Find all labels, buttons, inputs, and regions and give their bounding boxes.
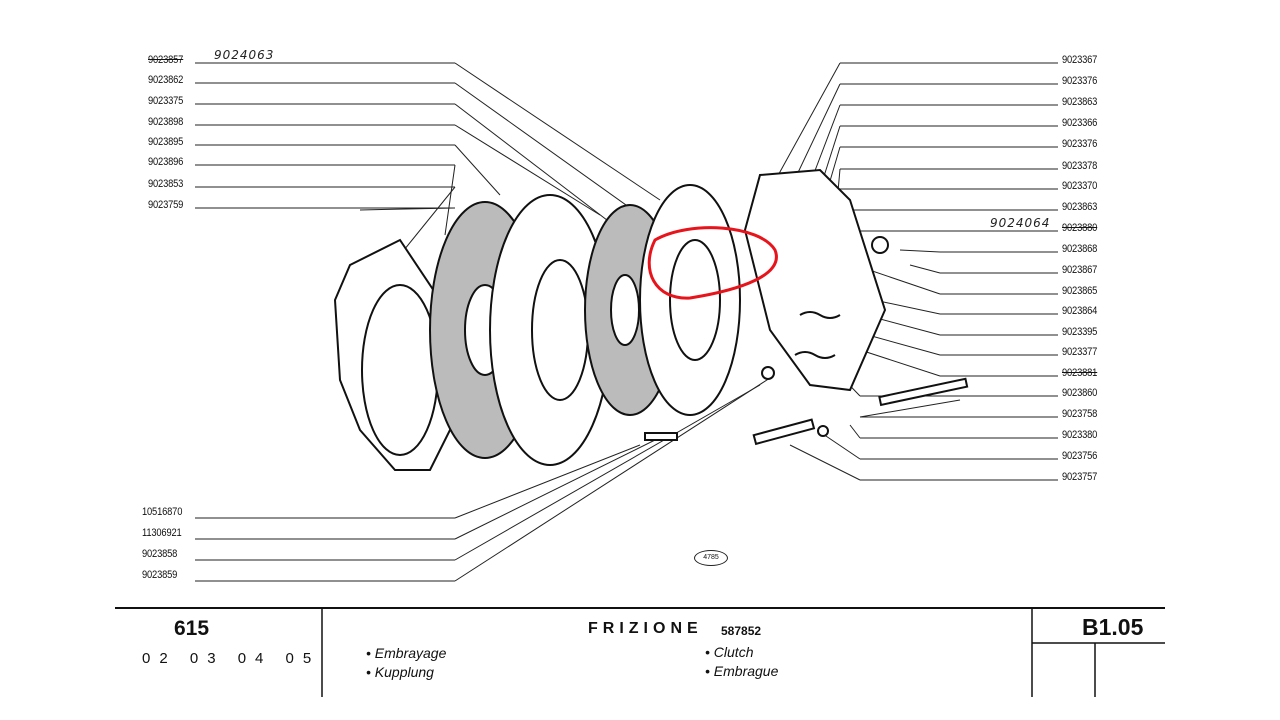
- drawing-reference: 4785: [694, 550, 728, 566]
- part-number-label: 9023366: [1062, 117, 1098, 129]
- part-number-label: 9023757: [1062, 471, 1098, 483]
- leader-line: [909, 264, 941, 274]
- leader-line: [454, 144, 501, 196]
- part-number-label: 9023367: [1062, 54, 1098, 66]
- part-number-label: 9023863: [1062, 96, 1098, 108]
- translation-en: • Clutch: [705, 644, 754, 660]
- part-number-label: 9023395: [1062, 326, 1098, 338]
- leader-line: [399, 186, 456, 256]
- leader-line: [819, 431, 861, 460]
- part-number-label: 9023756: [1062, 450, 1098, 462]
- flywheel-plate: [639, 184, 741, 416]
- model-variants: 02 03 04 05: [142, 650, 321, 667]
- leader-line: [859, 399, 961, 418]
- leader-line: [454, 444, 641, 519]
- page-reference: B1.05: [1082, 614, 1144, 640]
- translation-fr: • Embrayage: [366, 645, 447, 661]
- leader-line: [849, 424, 861, 439]
- part-number-label: 9023862: [148, 74, 184, 86]
- handwritten-correction: 9024063: [214, 48, 275, 62]
- section-code: 587852: [721, 624, 762, 638]
- part-number-label: 9023376: [1062, 138, 1098, 150]
- part-number-label: 9023863: [1062, 201, 1098, 213]
- model-number: 615: [174, 617, 210, 640]
- footer-rules: [115, 607, 1165, 697]
- leader-line: [444, 164, 456, 236]
- leader-line: [454, 124, 601, 216]
- part-number-label: 9023898: [148, 116, 184, 128]
- part-number-label: 9023377: [1062, 346, 1098, 358]
- intermediate-plate: [489, 194, 611, 466]
- leader-line: [789, 444, 861, 481]
- part-number-label: 9023865: [1062, 285, 1098, 297]
- cover-plate: [743, 168, 887, 392]
- part-number-label: 9023860: [1062, 387, 1098, 399]
- section-title: FRIZIONE: [588, 620, 703, 637]
- leader-line: [359, 207, 456, 211]
- part-number-label: 9023759: [148, 199, 184, 211]
- part-number-label: 9023859: [142, 569, 178, 581]
- part-number-label: 11306921: [142, 527, 182, 539]
- part-number-label: 9023378: [1062, 160, 1098, 172]
- leader-line: [454, 439, 656, 540]
- translation-es: • Embrague: [705, 663, 779, 679]
- leader-line: [454, 103, 621, 231]
- part-number-label: 9023758: [1062, 408, 1098, 420]
- part-number-label: 9023858: [142, 548, 178, 560]
- part-number-label: 9023881: [1062, 367, 1098, 379]
- leader-line: [454, 82, 641, 216]
- part-number-label: 9023896: [148, 156, 184, 168]
- part-number-label: 9023867: [1062, 264, 1098, 276]
- part-number-label: 9023380: [1062, 429, 1098, 441]
- bolts-and-pins: [644, 236, 969, 446]
- part-number-label: 9023853: [148, 178, 184, 190]
- translation-de: • Kupplung: [366, 664, 434, 680]
- leader-lines: [195, 62, 1058, 582]
- leader-line: [899, 249, 941, 253]
- red-annotation-circle: [647, 226, 778, 300]
- leader-line: [454, 62, 661, 201]
- part-number-label: 9023868: [1062, 243, 1098, 255]
- part-number-label: 9023895: [148, 136, 184, 148]
- part-number-label: 9023857: [148, 54, 184, 66]
- part-number-label: 9023880: [1062, 222, 1098, 234]
- part-number-label: 9023370: [1062, 180, 1098, 192]
- part-number-label: 9023864: [1062, 305, 1098, 317]
- leader-line: [769, 62, 841, 191]
- part-number-label: 9023375: [148, 95, 184, 107]
- leader-line: [454, 384, 761, 561]
- part-number-label: 10516870: [142, 506, 183, 518]
- part-number-label: 9023376: [1062, 75, 1098, 87]
- handwritten-correction: 9024064: [990, 216, 1051, 230]
- leader-line: [454, 377, 771, 582]
